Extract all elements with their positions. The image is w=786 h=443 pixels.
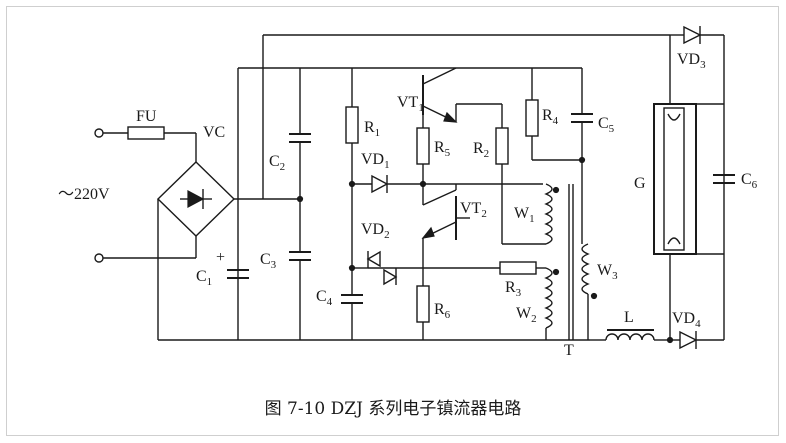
winding-w1 [544,183,553,245]
label-l: L [624,309,634,326]
svg-text:C4: C4 [316,288,333,308]
svg-text:W2: W2 [516,305,537,325]
diode-vd3 [683,25,702,45]
transistor-vt2 [416,184,546,340]
label-r1: R [364,119,375,136]
label-vt1: VT [397,94,419,111]
svg-text:VD3: VD3 [677,51,706,71]
svg-text:C2: C2 [269,153,285,173]
svg-text:VD2: VD2 [361,221,390,241]
svg-text:C5: C5 [598,115,615,135]
winding-w2 [544,267,553,329]
label-c6: C [741,171,752,188]
svg-text:R2: R2 [473,140,489,160]
resistor-r5 [416,127,430,165]
label-vd3: VD [677,51,700,68]
lamp-section [590,25,735,350]
label-vd2: VD [361,221,384,238]
label-r2: R [473,140,484,157]
svg-text:W1: W1 [514,205,535,225]
component-labels: FU VC ～220V + C1 C2 C3 C4 C5 C6 R1 R2 R3… [58,51,758,359]
label-r5: R [434,139,445,156]
svg-text:W3: W3 [597,262,618,282]
lamp-filament-top [667,113,681,121]
diode-vd2-b [383,268,398,286]
svg-text:VD4: VD4 [672,310,701,330]
winding-w3 [581,243,590,295]
svg-text:VT1: VT1 [397,94,424,114]
mains-terminal-bottom [94,253,104,263]
label-r6: R [434,301,445,318]
svg-text:R5: R5 [434,139,451,159]
svg-text:R6: R6 [434,301,451,321]
resistor-r3 [499,261,537,275]
label-mains: ～220V [58,186,110,203]
resistor-r6 [416,285,430,323]
label-vt2: VT [460,200,482,217]
diode-vd4 [679,330,698,350]
diode-vd1 [371,174,389,194]
svg-text:R1: R1 [364,119,380,139]
label-fu: FU [136,108,157,125]
svg-text:C6: C6 [741,171,758,191]
svg-text:C1: C1 [196,268,212,288]
label-c3: C [260,251,271,268]
svg-text:C3: C3 [260,251,277,271]
rails [158,34,671,341]
lamp-filament-bottom [667,237,681,245]
label-r4: R [542,107,553,124]
label-vc: VC [203,124,225,141]
inductor-l [605,333,655,341]
label-plus: + [216,249,225,266]
transformer-t [544,183,598,340]
label-g: G [634,175,646,192]
lamp-g [653,103,697,255]
snubber-r4-c5 [525,67,593,244]
label-w3: W [597,262,613,279]
resistor-r4 [525,99,539,137]
capacitor-chain-c2-c3 [289,68,311,340]
fuse-fu [127,126,165,140]
label-t: T [564,342,574,359]
svg-text:VD1: VD1 [361,151,390,171]
figure-caption: 图 7-10 DZJ 系列电子镇流器电路 [264,399,522,419]
label-c4: C [316,288,327,305]
input-section [94,126,263,340]
resistor-r1 [345,106,359,144]
diode-vd2-a [366,250,381,268]
label-r3: R [505,279,516,296]
figure-frame [6,6,779,436]
transistor-vt1 [416,67,546,245]
label-w2: W [516,305,532,322]
capacitor-c1 [227,269,249,279]
label-c1: C [196,268,207,285]
label-vd4: VD [672,310,695,327]
resistor-r2 [495,127,509,165]
mains-terminal-top [94,128,104,138]
bias-branch [341,68,543,340]
label-c5: C [598,115,609,132]
label-w1: W [514,205,530,222]
label-vd1: VD [361,151,384,168]
svg-text:VT2: VT2 [460,200,487,220]
svg-text:R3: R3 [505,279,522,299]
label-c2: C [269,153,280,170]
svg-text:R4: R4 [542,107,559,127]
